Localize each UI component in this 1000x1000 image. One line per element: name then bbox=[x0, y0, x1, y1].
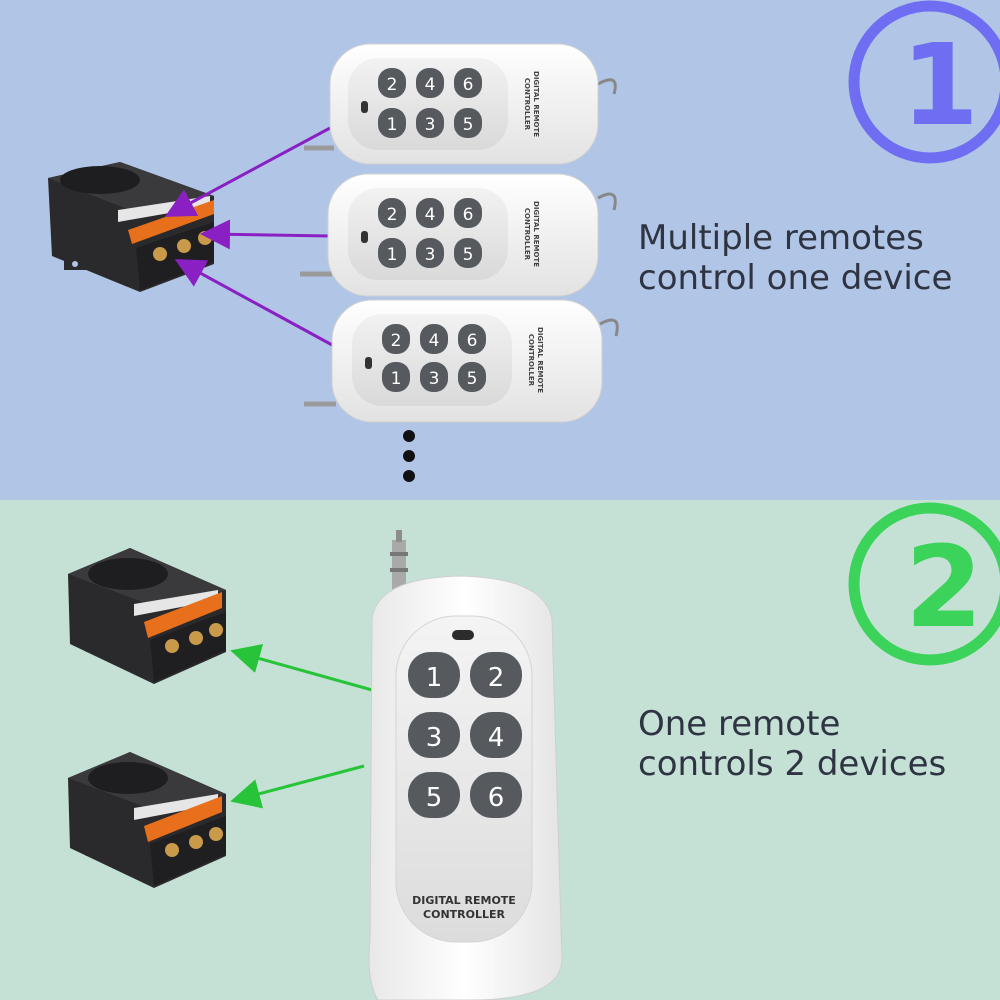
big-remote-label-2: 2 bbox=[488, 663, 505, 693]
caption1-line2: control one device bbox=[638, 258, 953, 298]
remote2-label-2: 2 bbox=[387, 205, 398, 225]
remote2-label-6: 6 bbox=[463, 205, 474, 225]
remote3-button-1[interactable] bbox=[382, 362, 410, 392]
arrow-to-device-a bbox=[230, 644, 373, 692]
remote1-button-6[interactable] bbox=[454, 68, 482, 98]
remote3-brand-line2: CONTROLLER bbox=[527, 334, 535, 387]
remote2-label-1: 1 bbox=[387, 245, 398, 265]
remote2-brand-line1: DIGITAL REMOTE bbox=[532, 201, 540, 267]
panel2-illustration: 1 2 3 4 5 6 DIGITAL REMOTE CONTROLLER 2 bbox=[68, 502, 1000, 1000]
remote2-button-1[interactable] bbox=[378, 238, 406, 268]
remote1-label-1: 1 bbox=[387, 115, 398, 135]
big-remote-label-1: 1 bbox=[426, 663, 443, 693]
remote2-label-3: 3 bbox=[425, 245, 436, 265]
remote1-button-4[interactable] bbox=[416, 68, 444, 98]
big-remote-button-4[interactable] bbox=[470, 712, 522, 758]
remote2-button-2[interactable] bbox=[378, 198, 406, 228]
remote2-label-5: 5 bbox=[463, 245, 474, 265]
caption1-line1: Multiple remotes bbox=[638, 218, 924, 258]
remote1-button-2[interactable] bbox=[378, 68, 406, 98]
caption-multiple-remotes: Multiple remotes control one device bbox=[638, 218, 952, 298]
remote3-label-6: 6 bbox=[467, 331, 478, 351]
remote3-label-3: 3 bbox=[429, 369, 440, 389]
arrow-to-device-b bbox=[230, 764, 365, 809]
big-remote-button-2[interactable] bbox=[470, 652, 522, 698]
big-remote-brand-line1: DIGITAL REMOTE bbox=[412, 894, 516, 907]
panel-one-remote: 1 2 3 4 5 6 DIGITAL REMOTE CONTROLLER 2 … bbox=[0, 500, 1000, 1000]
badge-2-ring bbox=[848, 502, 1000, 666]
remote2-button-4[interactable] bbox=[416, 198, 444, 228]
big-remote-button-1[interactable] bbox=[408, 652, 460, 698]
receiver-device-a bbox=[68, 548, 226, 684]
remote1-button-1[interactable] bbox=[378, 108, 406, 138]
remote1-label-4: 4 bbox=[425, 75, 436, 95]
remote2-button-5[interactable] bbox=[454, 238, 482, 268]
arrow-remote1 bbox=[164, 126, 331, 217]
remote3-label-1: 1 bbox=[391, 369, 402, 389]
big-remote-button-6[interactable] bbox=[470, 772, 522, 818]
remote2-label-4: 4 bbox=[425, 205, 436, 225]
big-remote-label-6: 6 bbox=[488, 783, 505, 813]
big-remote-label-3: 3 bbox=[426, 723, 443, 753]
remote1-brand-line2: CONTROLLER bbox=[523, 78, 531, 131]
led-indicator bbox=[452, 630, 474, 640]
big-remote-label-5: 5 bbox=[426, 783, 443, 813]
remote-1: 2 4 6 1 3 5 DIGITAL REMOTE CONTROLLER bbox=[304, 43, 617, 165]
big-remote-label-4: 4 bbox=[488, 723, 505, 753]
remote3-label-4: 4 bbox=[429, 331, 440, 351]
panel1-illustration: 2 4 6 1 3 5 DIGITAL REMOTE CONTROLLER 2 bbox=[48, 0, 1000, 482]
remote3-label-2: 2 bbox=[391, 331, 402, 351]
more-remotes-dots bbox=[403, 430, 415, 482]
panel-multiple-remotes: 2 4 6 1 3 5 DIGITAL REMOTE CONTROLLER 2 bbox=[0, 0, 1000, 500]
remote2-button-6[interactable] bbox=[454, 198, 482, 228]
antenna bbox=[392, 540, 406, 590]
remote1-brand-line1: DIGITAL REMOTE bbox=[532, 71, 540, 137]
remote1-label-5: 5 bbox=[463, 115, 474, 135]
caption2-line2: controls 2 devices bbox=[638, 744, 947, 784]
remote1-button-5[interactable] bbox=[454, 108, 482, 138]
remote2-button-3[interactable] bbox=[416, 238, 444, 268]
badge-1-number: 1 bbox=[901, 21, 979, 151]
remote1-label-2: 2 bbox=[387, 75, 398, 95]
receiver-device bbox=[48, 162, 214, 292]
arrow-remote2 bbox=[200, 219, 331, 250]
remote-2: 2 4 6 1 3 5 DIGITAL REMOTE CONTROLLER bbox=[300, 173, 617, 297]
remote3-button-5[interactable] bbox=[458, 362, 486, 392]
big-remote-button-5[interactable] bbox=[408, 772, 460, 818]
remote-3: 2 4 6 1 3 5 DIGITAL REMOTE CONTROLLER bbox=[304, 299, 619, 423]
big-remote-brand-line2: CONTROLLER bbox=[423, 908, 505, 921]
remote1-button-3[interactable] bbox=[416, 108, 444, 138]
big-remote: 1 2 3 4 5 6 DIGITAL REMOTE CONTROLLER bbox=[368, 530, 563, 1000]
remote3-button-3[interactable] bbox=[420, 362, 448, 392]
remote3-button-4[interactable] bbox=[420, 324, 448, 354]
remote1-label-3: 3 bbox=[425, 115, 436, 135]
remote3-button-2[interactable] bbox=[382, 324, 410, 354]
badge-1-ring bbox=[848, 0, 1000, 164]
remote3-brand-line1: DIGITAL REMOTE bbox=[536, 327, 544, 393]
remote2-brand-line2: CONTROLLER bbox=[523, 208, 531, 261]
caption-one-remote: One remote controls 2 devices bbox=[638, 704, 946, 784]
big-remote-button-3[interactable] bbox=[408, 712, 460, 758]
remote1-label-6: 6 bbox=[463, 75, 474, 95]
receiver-device-b bbox=[68, 752, 226, 888]
remote3-button-6[interactable] bbox=[458, 324, 486, 354]
badge-2-number: 2 bbox=[905, 523, 983, 653]
remote3-label-5: 5 bbox=[467, 369, 478, 389]
arrow-remote3 bbox=[174, 259, 335, 348]
caption2-line1: One remote bbox=[638, 704, 841, 744]
